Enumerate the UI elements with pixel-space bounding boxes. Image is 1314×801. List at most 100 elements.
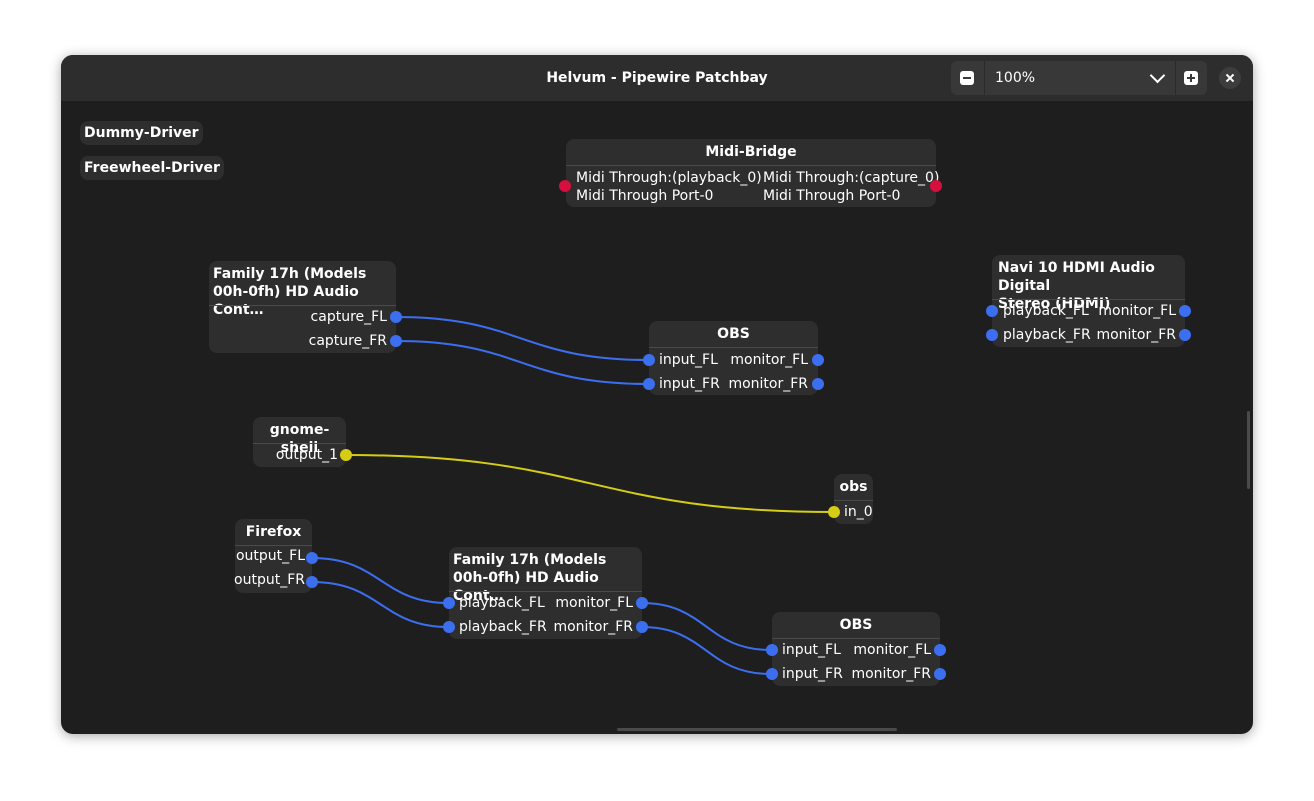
- node-dummy-driver[interactable]: Dummy-Driver: [80, 121, 203, 145]
- port-monitor-fr[interactable]: monitor_FR: [851, 666, 931, 682]
- port-handle[interactable]: [1179, 329, 1191, 341]
- port-input-fr[interactable]: input_FR: [782, 666, 843, 682]
- port-handle[interactable]: [390, 311, 402, 323]
- port-monitor-fl[interactable]: monitor_FL: [1098, 303, 1176, 319]
- node-obs-video[interactable]: obs in_0: [828, 474, 873, 524]
- port-monitor-fr[interactable]: monitor_FR: [1096, 327, 1176, 343]
- node-title: OBS: [839, 617, 873, 633]
- links-layer: [311, 316, 835, 675]
- divider: [566, 165, 936, 166]
- node-navi-hdmi[interactable]: Navi 10 HDMI Audio Digital Stereo (HDMI)…: [986, 255, 1191, 347]
- port-handle[interactable]: [306, 576, 318, 588]
- link-gnome-shell-obs[interactable]: [345, 454, 835, 513]
- node-title-line: Stereo (HDMI): [998, 296, 1111, 312]
- port-in-0[interactable]: in_0: [844, 504, 873, 520]
- vertical-scrollbar[interactable]: [1247, 411, 1250, 489]
- node-title-line: Navi 10 HDMI Audio Digital: [998, 260, 1155, 294]
- midi-port-handle[interactable]: [930, 180, 942, 192]
- node-midi-bridge[interactable]: Midi-Bridge Midi Through:(playback_0) Mi…: [559, 139, 942, 207]
- minus-square-icon: [960, 71, 974, 85]
- port-monitor-fr[interactable]: monitor_FR: [553, 619, 633, 635]
- link-monitor-fl[interactable]: [641, 602, 772, 651]
- window-title: Helvum - Pipewire Patchbay: [546, 70, 768, 86]
- midi-port-handle[interactable]: [559, 180, 571, 192]
- close-button[interactable]: [1219, 67, 1241, 89]
- port-label: Midi Through Port-0: [763, 188, 901, 204]
- port-handle[interactable]: [340, 449, 352, 461]
- node-firefox[interactable]: Firefox output_FL output_FR: [234, 519, 318, 593]
- node-title-line: Family 17h (Models: [213, 266, 367, 282]
- port-handle[interactable]: [636, 621, 648, 633]
- port-handle[interactable]: [934, 668, 946, 680]
- port-output-1[interactable]: output_1: [275, 447, 338, 463]
- port-output-fr[interactable]: output_FR: [234, 572, 305, 588]
- port-handle[interactable]: [766, 644, 778, 656]
- port-monitor-fl[interactable]: monitor_FL: [555, 595, 633, 611]
- node-family-capture[interactable]: Family 17h (Models 00h-0fh) HD Audio Con…: [209, 261, 402, 353]
- port-handle[interactable]: [306, 552, 318, 564]
- port-midi-capture[interactable]: Midi Through:(capture_0) Midi Through Po…: [763, 169, 939, 205]
- link-monitor-fr[interactable]: [641, 626, 772, 675]
- plus-square-icon: [1184, 71, 1198, 85]
- node-title: Family 17h (Models 00h-0fh) HD Audio Con…: [453, 547, 642, 605]
- port-output-fl[interactable]: output_FL: [235, 548, 305, 564]
- port-label: Midi Through:(playback_0): [576, 170, 762, 186]
- port-playback-fr[interactable]: playback_FR: [459, 619, 547, 635]
- port-input-fl[interactable]: input_FL: [659, 352, 718, 368]
- port-monitor-fl[interactable]: monitor_FL: [853, 642, 931, 658]
- port-handle[interactable]: [636, 597, 648, 609]
- port-handle[interactable]: [812, 354, 824, 366]
- divider: [253, 443, 346, 444]
- port-handle[interactable]: [986, 329, 998, 341]
- zoom-level-dropdown[interactable]: 100%: [984, 61, 1176, 95]
- port-handle[interactable]: [986, 305, 998, 317]
- port-handle[interactable]: [828, 506, 840, 518]
- port-handle[interactable]: [934, 644, 946, 656]
- app-window: Helvum - Pipewire Patchbay 100%: [61, 55, 1253, 734]
- node-title: OBS: [717, 326, 750, 342]
- divider: [209, 305, 396, 306]
- node-obs-1[interactable]: OBS input_FL input_FR monitor_FL monitor…: [643, 321, 824, 395]
- port-monitor-fl[interactable]: monitor_FL: [730, 352, 808, 368]
- divider: [834, 500, 873, 501]
- port-capture-fl[interactable]: capture_FL: [310, 309, 387, 325]
- port-label: Midi Through Port-0: [576, 188, 714, 204]
- port-handle[interactable]: [443, 597, 455, 609]
- node-gnome-shell[interactable]: gnome-shell output_1: [253, 417, 352, 467]
- port-playback-fl[interactable]: playback_FL: [459, 595, 545, 611]
- port-handle[interactable]: [390, 335, 402, 347]
- divider: [649, 347, 818, 348]
- port-playback-fr[interactable]: playback_FR: [1003, 327, 1091, 343]
- node-title: Family 17h (Models 00h-0fh) HD Audio Con…: [213, 261, 396, 319]
- port-label: Midi Through:(capture_0): [763, 170, 940, 186]
- port-handle[interactable]: [643, 354, 655, 366]
- zoom-out-button[interactable]: [951, 61, 983, 95]
- port-input-fl[interactable]: input_FL: [782, 642, 841, 658]
- port-handle[interactable]: [643, 378, 655, 390]
- node-title-line: Family 17h (Models: [453, 552, 607, 568]
- port-playback-fl[interactable]: playback_FL: [1003, 303, 1089, 319]
- port-monitor-fr[interactable]: monitor_FR: [728, 376, 808, 392]
- node-obs-2[interactable]: OBS input_FL input_FR monitor_FL monitor…: [766, 612, 946, 686]
- graph-canvas[interactable]: Dummy-Driver Freewheel-Driver Midi-Bridg…: [61, 101, 1253, 734]
- link-firefox-fl[interactable]: [311, 557, 450, 604]
- zoom-in-button[interactable]: [1175, 61, 1207, 95]
- port-handle[interactable]: [1179, 305, 1191, 317]
- link-capture-fl[interactable]: [395, 316, 650, 361]
- node-title: Firefox: [245, 524, 302, 540]
- node-title: Midi-Bridge: [705, 144, 797, 160]
- node-family-playback[interactable]: Family 17h (Models 00h-0fh) HD Audio Con…: [443, 547, 648, 639]
- port-input-fr[interactable]: input_FR: [659, 376, 720, 392]
- port-capture-fr[interactable]: capture_FR: [308, 333, 387, 349]
- port-midi-playback[interactable]: Midi Through:(playback_0) Midi Through P…: [576, 169, 762, 205]
- node-title: gnome-shell: [269, 422, 330, 456]
- port-handle[interactable]: [443, 621, 455, 633]
- link-capture-fr[interactable]: [395, 340, 650, 385]
- horizontal-scrollbar[interactable]: [617, 728, 897, 731]
- port-handle[interactable]: [812, 378, 824, 390]
- divider: [235, 545, 312, 546]
- link-firefox-fr[interactable]: [311, 581, 450, 628]
- node-title: obs: [839, 479, 868, 495]
- port-handle[interactable]: [766, 668, 778, 680]
- node-freewheel-driver[interactable]: Freewheel-Driver: [80, 156, 224, 180]
